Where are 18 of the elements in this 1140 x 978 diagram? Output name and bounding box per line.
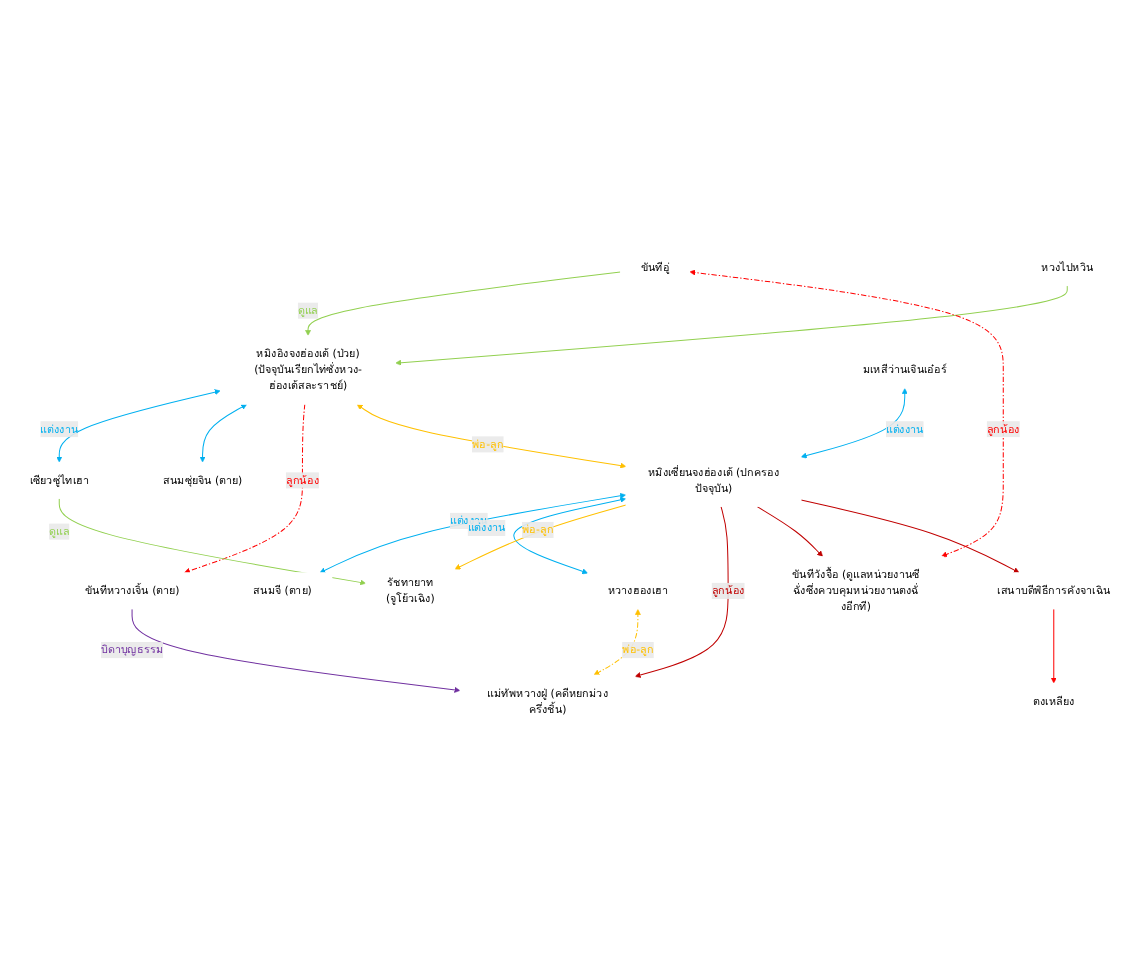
arrow xyxy=(305,271,621,337)
arrow xyxy=(800,500,1020,574)
arrow xyxy=(634,506,729,679)
arrow xyxy=(199,404,247,463)
arrow xyxy=(58,498,366,586)
arrow xyxy=(356,404,627,470)
arrow xyxy=(184,404,306,575)
arrow xyxy=(319,493,626,574)
arrow xyxy=(131,609,461,694)
arrow xyxy=(756,506,823,558)
arrow xyxy=(395,285,1068,367)
arrow xyxy=(593,609,641,676)
arrow xyxy=(689,270,1004,558)
arrow xyxy=(1050,609,1057,684)
arrow xyxy=(800,388,908,459)
arrow xyxy=(454,505,627,570)
arrow xyxy=(56,389,221,463)
arrow xyxy=(513,497,626,575)
